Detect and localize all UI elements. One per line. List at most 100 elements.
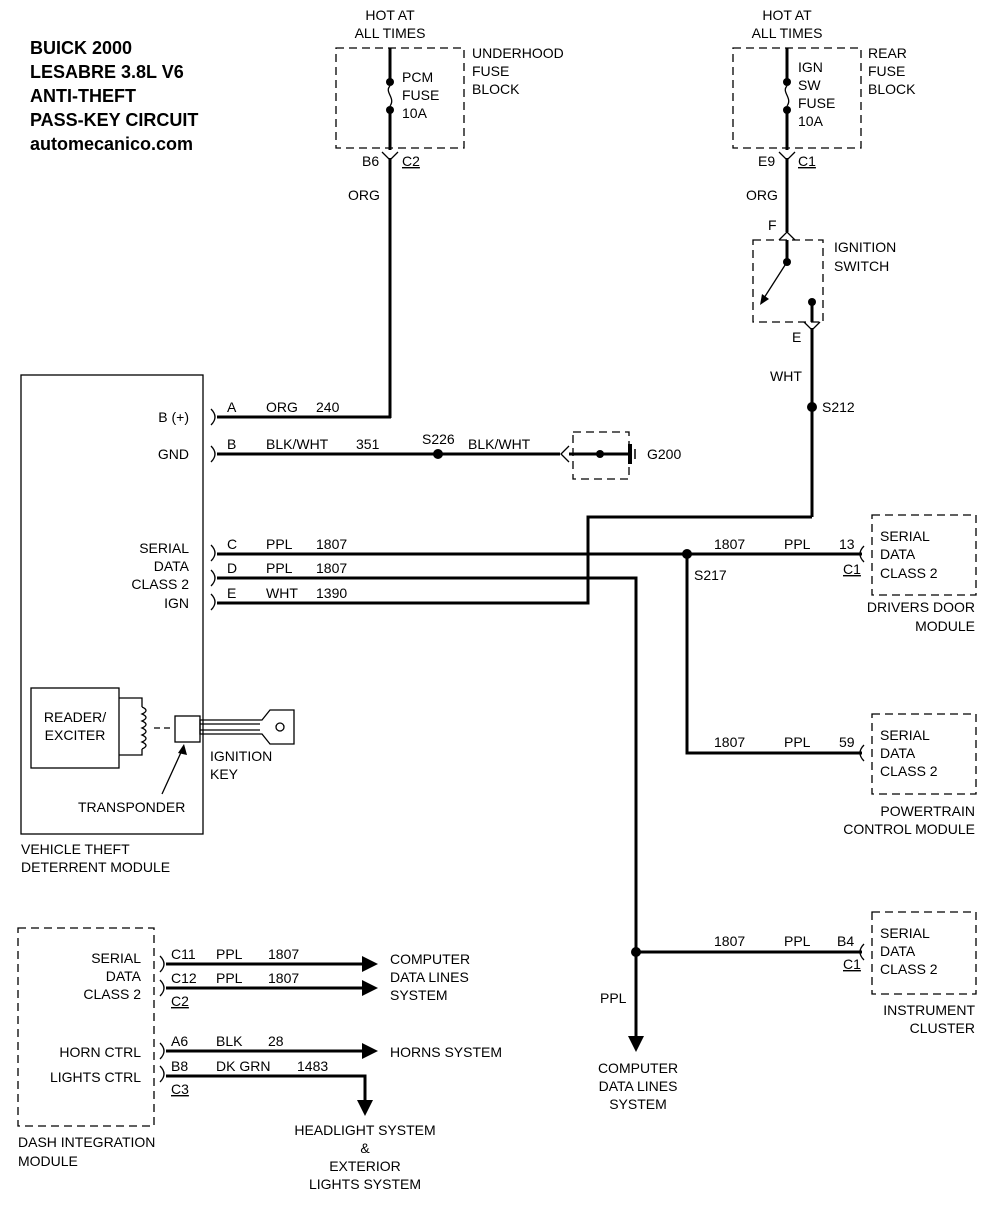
underhood-block-label-1: UNDERHOOD [472, 45, 564, 61]
dim-serial-label-1: SERIAL [91, 950, 141, 966]
underhood-block-label-3: BLOCK [472, 81, 520, 97]
connector-chevron-icon [560, 445, 570, 463]
ic-box-label-1: SERIAL [880, 925, 930, 941]
ign-fuse-label-3: FUSE [798, 95, 835, 111]
vtd-pin-b-color: BLK/WHT [266, 436, 329, 452]
vtd-pin-c-color: PPL [266, 536, 293, 552]
terminal-icon [159, 979, 165, 997]
key-hole-icon [275, 722, 285, 732]
ignition-key-label-1: IGNITION [210, 748, 272, 764]
dim-horns-label: HORNS SYSTEM [390, 1044, 502, 1060]
ic-box-label-2: DATA [880, 943, 916, 959]
ddm-wire-color: PPL [784, 536, 811, 552]
underhood-fuse-block: HOT AT ALL TIMES PCM FUSE 10A UNDERHOOD … [335, 7, 564, 418]
terminal-icon [210, 593, 216, 611]
arrow-right-icon [362, 1043, 378, 1059]
dim-head-line-1: HEADLIGHT SYSTEM [294, 1122, 435, 1138]
title-line-3: ANTI-THEFT [30, 86, 136, 106]
underhood-hot-line-2: ALL TIMES [355, 25, 426, 41]
dim-name-line-1: DASH INTEGRATION [18, 1134, 155, 1150]
terminal-icon [210, 408, 216, 426]
dim-pin-b8-circuit: 1483 [297, 1058, 328, 1074]
vtd-pin-d: D PPL 1807 [217, 560, 638, 1040]
underhood-fuse-terminal-top [386, 78, 394, 86]
ign-switch-label-2: SWITCH [834, 258, 889, 274]
ddm-box-outline [871, 514, 977, 596]
ic-name-line-2: CLUSTER [910, 1020, 975, 1036]
ddm-box-label-2: DATA [880, 546, 916, 562]
dim-cdl-line-1: COMPUTER [390, 951, 470, 967]
pcm-box-label-3: CLASS 2 [880, 763, 938, 779]
reader-exciter-box [30, 687, 120, 769]
computer-data-lines-center: PPL COMPUTER DATA LINES SYSTEM [598, 990, 678, 1112]
ic-circuit: 1807 [714, 933, 745, 949]
underhood-fuse-block-outline [335, 47, 465, 149]
vtd-module-outline [20, 374, 204, 835]
vtd-pin-a: A ORG 240 [217, 399, 391, 419]
arrow-icon [178, 744, 187, 755]
ic-box-outline [871, 911, 977, 995]
vtd-pin-d-color: PPL [266, 560, 293, 576]
rear-fuse-block-outline [732, 47, 862, 149]
ddm-circuit: 1807 [714, 536, 745, 552]
dim-head-line-4: LIGHTS SYSTEM [309, 1176, 421, 1192]
rear-hot-line-2: ALL TIMES [752, 25, 823, 41]
vtd-pin-e-circuit: 1390 [316, 585, 347, 601]
terminal-icon [159, 1042, 165, 1060]
underhood-pin: B6 [362, 153, 379, 169]
title-line-2: LESABRE 3.8L V6 [30, 62, 184, 82]
ic-box-label-3: CLASS 2 [880, 961, 938, 977]
vtd-pin-e-id: E [227, 585, 236, 601]
splice-s217-group: S217 [682, 549, 862, 755]
vtd-b-plus-label: B (+) [158, 409, 189, 425]
rear-connector: C1 [798, 153, 816, 169]
transponder-label: TRANSPONDER [78, 799, 185, 815]
arrow-down-icon [357, 1100, 373, 1116]
title-line-1: BUICK 2000 [30, 38, 132, 58]
terminal-icon [210, 544, 216, 562]
vtd-name-line-2: DETERRENT MODULE [21, 859, 170, 875]
ic-pin: B4 [837, 933, 854, 949]
reader-label-1: READER/ [44, 709, 106, 725]
dim-serial-label-2: DATA [106, 968, 142, 984]
terminal-icon [210, 569, 216, 587]
dim-pin-b8-color: DK GRN [216, 1058, 270, 1074]
ign-fuse-label-4: 10A [798, 113, 824, 129]
terminal-icon [159, 955, 165, 973]
rear-block-label-3: BLOCK [868, 81, 916, 97]
powertrain-control-module: 1807 PPL 59 SERIAL DATA CLASS 2 POWERTRA… [714, 713, 977, 837]
vtd-pin-a-id: A [227, 399, 237, 415]
dim-conn-c3: C3 [171, 1081, 189, 1097]
rear-pin: E9 [758, 153, 775, 169]
vtd-pin-b-circuit: 351 [356, 436, 380, 452]
ign-switch-label-1: IGNITION [834, 239, 896, 255]
pcm-box-outline [871, 713, 977, 795]
rear-hot-line-1: HOT AT [762, 7, 812, 23]
dim-pin-c11: C11 [171, 946, 196, 962]
dim-pin-c12: C12 [171, 970, 197, 986]
arrow-right-icon [362, 980, 378, 996]
ic-connector: C1 [843, 956, 861, 972]
rear-fuse-block: HOT AT ALL TIMES IGN SW FUSE 10A REAR FU… [732, 7, 916, 232]
transponder-chip [174, 715, 201, 743]
dim-head-line-2: & [360, 1140, 370, 1156]
coil-icon [140, 706, 147, 750]
vtd-serial-label-2: DATA [154, 558, 190, 574]
underhood-wire-color: ORG [348, 187, 380, 203]
vtd-pin-d-id: D [227, 560, 237, 576]
ign-out-wire-color: WHT [770, 368, 802, 384]
pcm-fuse-label-2: FUSE [402, 87, 439, 103]
ign-switch-pin-out: E [792, 329, 801, 345]
vtd-pin-c-circuit: 1807 [316, 536, 347, 552]
underhood-connector: C2 [402, 153, 420, 169]
vtd-pin-c: C PPL 1807 [217, 536, 687, 556]
reader-label-2: EXCITER [45, 727, 106, 743]
ddm-box-label-3: CLASS 2 [880, 565, 938, 581]
ignition-switch: F IGNITION SWITCH E WHT S212 [752, 217, 896, 517]
ground-terminal [596, 450, 604, 458]
pcm-circuit: 1807 [714, 734, 745, 750]
ground-wire-color: BLK/WHT [468, 436, 531, 452]
ddm-name-line-1: DRIVERS DOOR [867, 599, 975, 615]
terminal-icon [859, 744, 865, 762]
